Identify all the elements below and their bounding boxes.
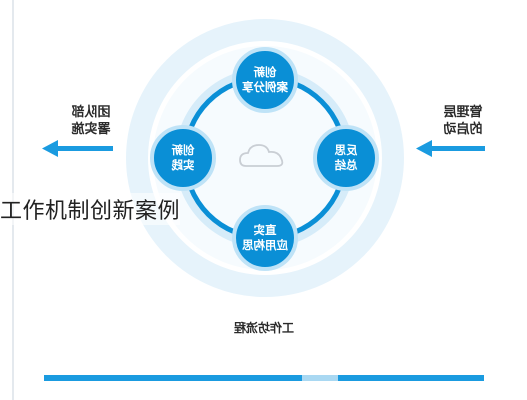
node-left-label: 创新 实践 [171, 143, 195, 172]
page-caption: 工作机制创新案例 [0, 193, 181, 225]
right-side-label: 管理层 的启动 [443, 105, 483, 137]
node-top-label: 创新 案例分享 [242, 65, 288, 94]
bottom-bar-middle [302, 375, 338, 381]
bottom-process-label: 工作坊流程 [234, 321, 295, 335]
node-bottom-label: 直实 应用构思 [242, 223, 288, 252]
bottom-bar-left [44, 375, 302, 381]
node-left-circle [150, 125, 216, 191]
node-top-circle [232, 47, 298, 113]
arrow-right-icon [416, 140, 485, 157]
node-bottom-circle [232, 205, 298, 271]
bottom-bar-right [338, 375, 484, 381]
cloud-icon [239, 144, 284, 167]
node-right-label: 反思 总结 [334, 143, 358, 172]
arrow-left-icon [42, 140, 113, 157]
left-side-label: 团队部 署实施 [71, 105, 111, 137]
outer-halo-ring [126, 19, 404, 297]
node-right-circle [313, 125, 379, 191]
